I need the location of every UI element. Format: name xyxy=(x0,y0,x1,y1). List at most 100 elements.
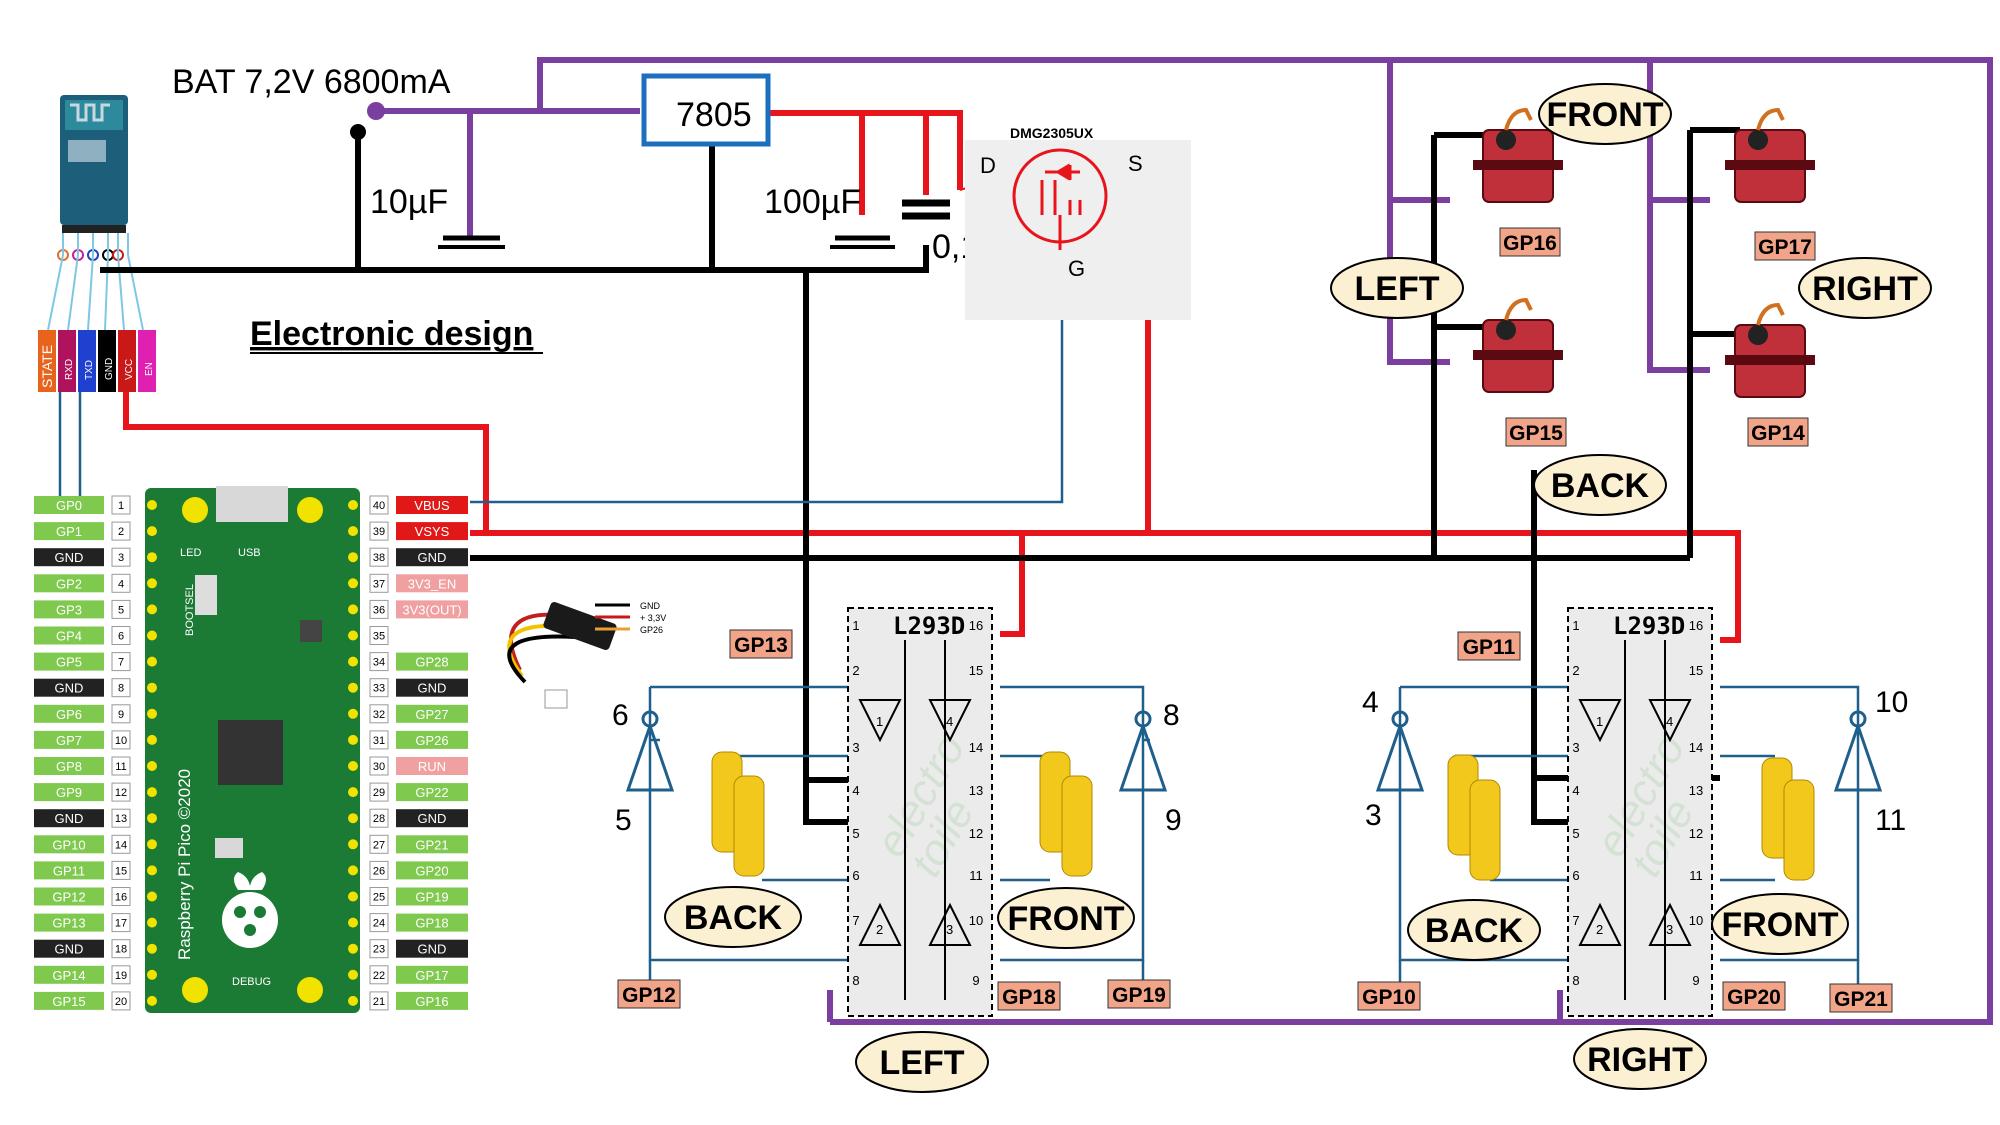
pico-pad xyxy=(348,682,358,693)
pico-pin-label: GP8 xyxy=(56,759,82,774)
gp-tag xyxy=(1829,983,1893,1013)
pico-led-label: LED xyxy=(180,547,201,559)
pico-pin-num-box xyxy=(111,547,131,567)
chip-pin-num: 16 xyxy=(1689,618,1703,633)
servo-motor-icon xyxy=(1725,107,1815,203)
pico-pad xyxy=(348,708,358,719)
chip-pin-num: 6 xyxy=(852,868,859,883)
pico-pin-num-box xyxy=(111,965,131,985)
pico-pin-num-box xyxy=(111,860,131,880)
chip-pin-num: 12 xyxy=(1689,826,1703,841)
oval-front-left xyxy=(997,887,1135,949)
inverter-num: 10 xyxy=(1875,686,1908,719)
gp-tag xyxy=(1499,227,1561,257)
pico-pad xyxy=(147,682,157,693)
pico-pin-label: GP13 xyxy=(52,916,85,931)
gp-tag-label: GP13 xyxy=(734,634,788,657)
pico-pin-tag xyxy=(34,991,104,1010)
pico-pin-label: GP9 xyxy=(56,785,82,800)
servo-right-label: RIGHT xyxy=(1812,270,1918,308)
pico-pin-num: 21 xyxy=(373,996,385,1008)
pico-pin-label: GP1 xyxy=(56,524,82,539)
pico-pin-num-box xyxy=(369,782,389,802)
battery-terminal xyxy=(350,124,366,140)
sensor-legend-gp26: GP26 xyxy=(640,625,663,635)
pico-pin-num: 38 xyxy=(373,552,385,564)
pico-pin-label: GND xyxy=(418,550,447,565)
driver-right-label: RIGHT xyxy=(1587,1041,1693,1079)
chip-pin-num: 2 xyxy=(852,663,859,678)
bt-pin-label: GND xyxy=(104,358,115,380)
pico-pin-num: 16 xyxy=(115,892,127,904)
gp-tag-label: GP19 xyxy=(1112,984,1166,1007)
buffer-num: 4 xyxy=(946,714,953,729)
chip-name: L293D xyxy=(893,612,965,640)
pico-pin-tag xyxy=(34,783,104,802)
battery-terminal-positive xyxy=(367,102,385,120)
pico-pin-label: VSYS xyxy=(415,524,450,539)
pico-pin-num-box xyxy=(369,547,389,567)
driver-left: L293D electro toile 16115214313412511610… xyxy=(847,607,993,1017)
pico-board-text: Raspberry Pi Pico ©2020 xyxy=(175,769,194,960)
oval-left-driver xyxy=(855,1031,989,1093)
distance-sensor xyxy=(507,602,630,709)
chip-pin-num: 15 xyxy=(969,663,983,678)
pico-pin-label: RUN xyxy=(418,759,446,774)
pico-pin-label: GP2 xyxy=(56,576,82,591)
pico-debug-label: DEBUG xyxy=(232,976,271,988)
pico-pin-num: 6 xyxy=(118,631,124,643)
pico-pin-num: 14 xyxy=(115,839,127,851)
pico-pin-tag xyxy=(396,678,468,697)
pico-pin-tag xyxy=(34,652,104,671)
pico-pin-tag xyxy=(34,678,104,697)
gp-tag-label: GP15 xyxy=(1509,422,1563,445)
chip-pin-num: 10 xyxy=(969,913,983,928)
chip-pin-num: 7 xyxy=(852,913,859,928)
pico-pin-num-box xyxy=(111,704,131,724)
pico-pin-num-box xyxy=(111,573,131,593)
regulator-7805 xyxy=(641,73,771,147)
pico-pin-tag xyxy=(396,757,468,775)
pico-pad xyxy=(147,891,157,902)
gp-tag xyxy=(1107,979,1171,1009)
pico-pin-tag xyxy=(34,861,104,880)
chip-pin-num: 9 xyxy=(1692,973,1699,988)
buffer-num: 2 xyxy=(1596,922,1603,937)
sensor-legend-vcc: + 3,3V xyxy=(640,613,666,623)
pico-pin-label: GP7 xyxy=(56,733,82,748)
inverter-symbols-left xyxy=(625,710,1168,792)
capacitor-10uf xyxy=(438,235,505,249)
pico-pad xyxy=(348,578,358,589)
pico-pin-num: 32 xyxy=(373,709,385,721)
pico-pad xyxy=(147,552,157,563)
pico-pin-tag xyxy=(34,809,104,828)
pico-pin-num: 35 xyxy=(373,631,385,643)
pico-pad xyxy=(348,656,358,667)
pico-pad xyxy=(147,865,157,876)
pico-pin-tag xyxy=(396,965,468,984)
pico-pin-num: 9 xyxy=(118,709,124,721)
motor-icon xyxy=(1447,754,1815,881)
servo-group xyxy=(1473,107,1815,398)
pico-pin-num: 23 xyxy=(373,944,385,956)
pico-pin-tag xyxy=(396,574,468,593)
chip-pin-num: 8 xyxy=(852,973,859,988)
pico-pin-label: GP20 xyxy=(415,863,448,878)
sensor-legend-gnd: GND xyxy=(640,601,661,611)
buffer-num: 1 xyxy=(876,714,883,729)
gp-tag-label: GP11 xyxy=(1463,636,1516,659)
pico-pin-num-box xyxy=(369,887,389,906)
pico-pin-num: 36 xyxy=(373,604,385,616)
pico-pin-tag xyxy=(396,991,468,1010)
pico-pad xyxy=(147,917,157,928)
bt-pin-label: TXD xyxy=(84,360,95,380)
bt-pin-label: EN xyxy=(144,362,155,376)
pico-pin-tag xyxy=(396,887,468,906)
pico-pin-num: 10 xyxy=(115,735,127,747)
oval-back-left xyxy=(664,886,802,948)
pico-pin-num: 18 xyxy=(115,944,127,956)
oval-left-servo xyxy=(1330,257,1464,319)
pico-pin-num: 28 xyxy=(373,813,385,825)
pico-pin-num-box xyxy=(111,834,131,854)
